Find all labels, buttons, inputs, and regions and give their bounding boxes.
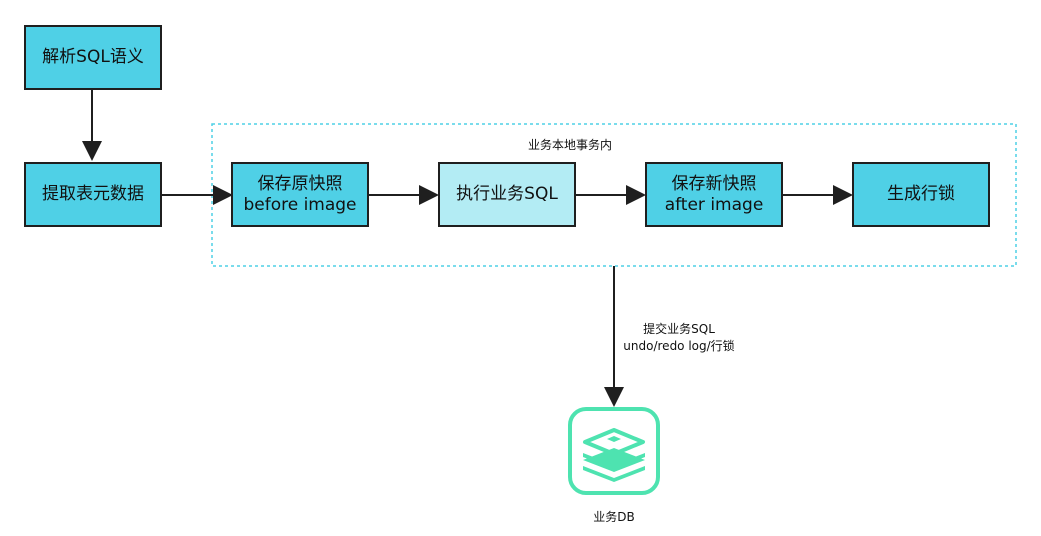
save-before-image-node: 保存原快照 before image: [231, 162, 369, 227]
edge-label-line2: undo/redo log/行锁: [623, 339, 735, 353]
row-lock-label: 生成行锁: [887, 184, 955, 204]
edge-label: 提交业务SQL undo/redo log/行锁: [604, 321, 754, 355]
database-icon: [568, 407, 660, 495]
execute-sql-label: 执行业务SQL: [456, 184, 558, 204]
save-before-label-1: 保存原快照: [257, 173, 343, 194]
save-before-label-2: before image: [243, 194, 357, 215]
row-lock-node: 生成行锁: [852, 162, 990, 227]
extract-metadata-label: 提取表元数据: [42, 184, 144, 204]
execute-sql-node: 执行业务SQL: [438, 162, 576, 227]
save-after-image-node: 保存新快照 after image: [645, 162, 783, 227]
edge-label-line1: 提交业务SQL: [643, 322, 715, 336]
transaction-group-label: 业务本地事务内: [527, 138, 612, 152]
db-label: 业务DB: [593, 510, 635, 524]
save-after-label-1: 保存新快照: [671, 173, 757, 194]
parse-sql-node: 解析SQL语义: [24, 25, 162, 90]
extract-metadata-node: 提取表元数据: [24, 162, 162, 227]
parse-sql-label: 解析SQL语义: [42, 47, 144, 67]
save-after-label-2: after image: [664, 194, 764, 215]
